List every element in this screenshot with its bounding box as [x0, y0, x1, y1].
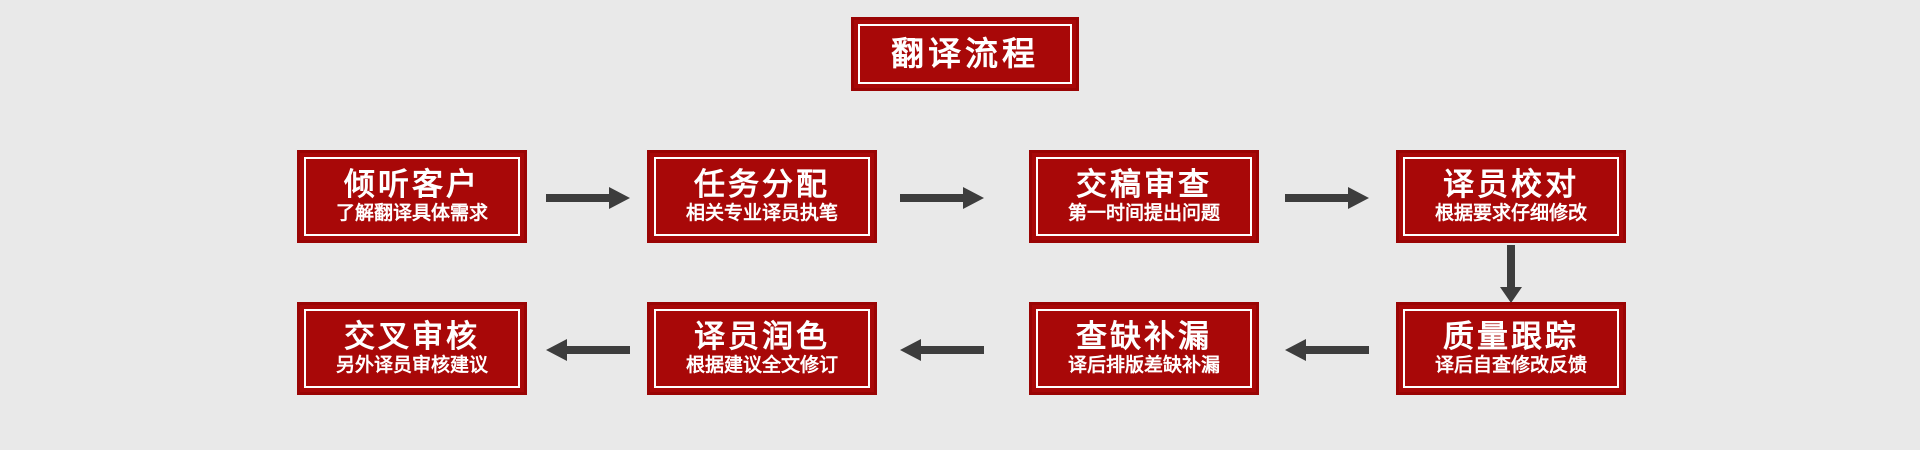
process-step-box-2: 任务分配 相关专业译员执笔 — [647, 150, 877, 243]
process-step-box-3: 交稿审查 第一时间提出问题 — [1029, 150, 1259, 243]
step-3-title: 交稿审查 — [1076, 167, 1212, 203]
step-4-subtitle: 根据要求仔细修改 — [1434, 202, 1587, 224]
step-7-title: 译员润色 — [694, 319, 830, 355]
step-6-subtitle: 译后排版差缺补漏 — [1067, 354, 1220, 376]
arrow-right-2-icon — [900, 185, 984, 211]
flowchart-title-label: 翻译流程 — [891, 34, 1039, 72]
step-7-subtitle: 根据建议全文修订 — [685, 354, 838, 376]
process-step-box-6: 查缺补漏 译后排版差缺补漏 — [1029, 302, 1259, 395]
step-5-subtitle: 译后自查修改反馈 — [1434, 354, 1587, 376]
arrow-left-2-icon — [900, 337, 984, 363]
process-step-box-5: 质量跟踪 译后自查修改反馈 — [1396, 302, 1626, 395]
step-8-title: 交叉审核 — [344, 319, 480, 355]
step-2-subtitle: 相关专业译员执笔 — [685, 202, 838, 224]
step-4-title: 译员校对 — [1443, 167, 1579, 203]
step-2-title: 任务分配 — [694, 167, 830, 203]
process-step-box-1: 倾听客户 了解翻译具体需求 — [297, 150, 527, 243]
arrow-right-1-icon — [546, 185, 630, 211]
arrow-down-1-icon — [1498, 245, 1524, 303]
flowchart-title-box: 翻译流程 — [851, 17, 1079, 91]
step-5-title: 质量跟踪 — [1443, 319, 1579, 355]
step-8-subtitle: 另外译员审核建议 — [335, 354, 488, 376]
arrow-left-3-icon — [546, 337, 630, 363]
arrow-right-3-icon — [1285, 185, 1369, 211]
step-6-title: 查缺补漏 — [1076, 319, 1212, 355]
process-step-box-7: 译员润色 根据建议全文修订 — [647, 302, 877, 395]
arrow-left-1-icon — [1285, 337, 1369, 363]
process-step-box-4: 译员校对 根据要求仔细修改 — [1396, 150, 1626, 243]
step-1-title: 倾听客户 — [344, 167, 480, 203]
step-1-subtitle: 了解翻译具体需求 — [335, 202, 488, 224]
process-step-box-8: 交叉审核 另外译员审核建议 — [297, 302, 527, 395]
step-3-subtitle: 第一时间提出问题 — [1067, 202, 1220, 224]
